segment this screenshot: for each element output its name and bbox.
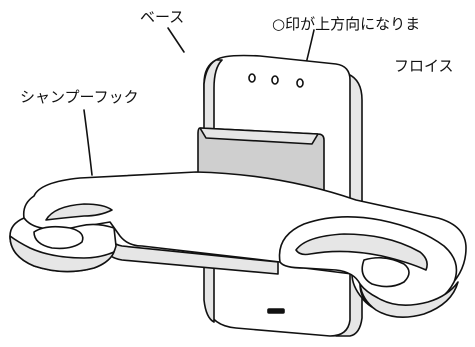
orientation-mark-1 [248,73,256,83]
base-bottom-indicator [267,308,285,314]
leader-line-base [167,27,185,53]
right-hook-opening [361,256,410,288]
left-hook-opening [33,225,84,250]
label-orientation-note: ○印が上方向になりま [272,15,421,33]
label-shampoo-hook: シャンプーフック [20,88,139,106]
label-floice: フロイス [394,57,454,75]
leader-line-shampoo-hook [83,109,93,176]
label-base: ベース [140,8,185,26]
left-hook-inner-recess [45,203,113,221]
right-hook-inner-recess [295,233,428,271]
right-hook-outer-shade [359,281,459,318]
orientation-mark-3 [296,78,304,88]
left-hook-outer-shade [9,235,115,273]
orientation-mark-2 [271,75,279,85]
base-slot-top-edge [199,127,319,145]
